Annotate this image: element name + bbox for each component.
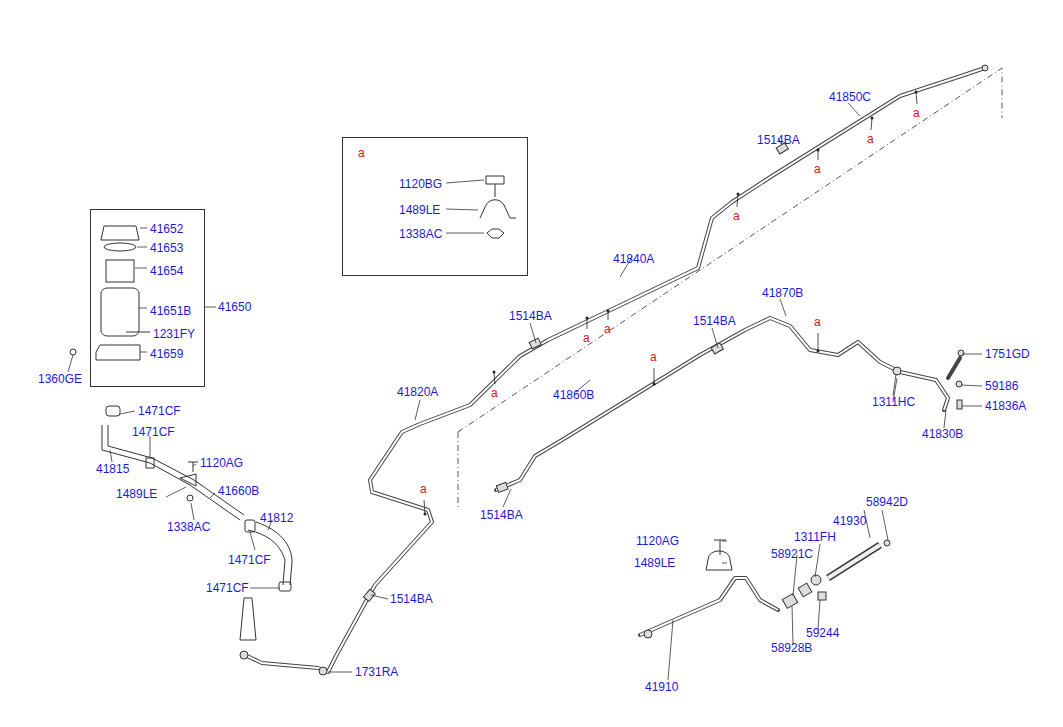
part-number: 59244 [806,626,839,640]
part-number: 41850C [829,90,871,104]
fuel-pipe [640,578,778,635]
part-number: 41654 [150,264,183,278]
clamp-marker: a [604,322,611,336]
detail-inset-box: a 1120BG 1489LE 1338AC [342,137,528,276]
fuel-pipe [496,318,948,490]
part-number: 1338AC [399,227,442,241]
part-number: 1471CF [132,425,175,439]
part-number: 41870B [762,286,803,300]
group-outline [458,68,1002,510]
part-number: 41651B [150,304,191,318]
part-number: 41660B [218,484,259,498]
part-number: 41650 [218,300,251,314]
part-number: 1731RA [355,665,398,679]
part-number: 58921C [771,547,813,561]
clamp-marker: a [420,482,427,496]
part-number: 1471CF [138,404,181,418]
clamp-marker: a [814,315,821,329]
assembly-box: 41652 41653 41654 41651B 1231FY 41659 [90,209,205,387]
part-number: 1489LE [634,556,675,570]
part-number: 41860B [553,388,594,402]
part-number: 58928B [771,641,812,655]
clamp-marker: a [867,132,874,146]
part-number: 1311HC [872,395,915,409]
part-number: 58942D [866,495,908,509]
part-number: 1231FY [153,327,195,341]
part-number: 1751GD [985,347,1030,361]
part-number: 1514BA [757,133,800,147]
part-number: 1514BA [509,309,552,323]
part-number: 1514BA [693,314,736,328]
part-number: 41812 [260,511,293,525]
part-number: 41659 [150,347,183,361]
clamp-marker: a [650,350,657,364]
clamp-marker: a [491,386,498,400]
leader-lines [68,103,982,680]
clamp-marker: a [814,162,821,176]
part-number: 41930 [833,514,866,528]
part-number: 41820A [397,385,438,399]
part-number: 41840A [613,252,654,266]
clamp-marker: a [583,331,590,345]
part-number: 1360GE [38,372,82,386]
part-number: 41652 [150,222,183,236]
part-number: 1471CF [228,553,271,567]
part-number: 41910 [645,680,678,694]
part-number: 1311FH [794,530,836,544]
part-number: 41836A [985,399,1026,413]
detail-marker: a [358,146,365,160]
part-number: 1471CF [206,581,249,595]
part-number: 1514BA [480,508,523,522]
fuel-pipe [245,68,985,672]
part-number: 1120AG [636,534,679,548]
part-number: 1120BG [399,177,442,191]
part-number: 1489LE [399,203,440,217]
part-number: 1514BA [390,592,433,606]
fuel-pipe [948,358,960,378]
part-number: 41653 [150,241,183,255]
part-number: 1489LE [116,487,157,501]
part-number: 59186 [985,379,1018,393]
hose [828,545,880,578]
part-number: 1120AG [200,456,243,470]
clamp-marker: a [733,209,740,223]
part-number: 41815 [96,462,129,476]
part-number: 41830B [922,427,963,441]
part-number: 1338AC [167,520,210,534]
clamp-marker: a [913,106,920,120]
